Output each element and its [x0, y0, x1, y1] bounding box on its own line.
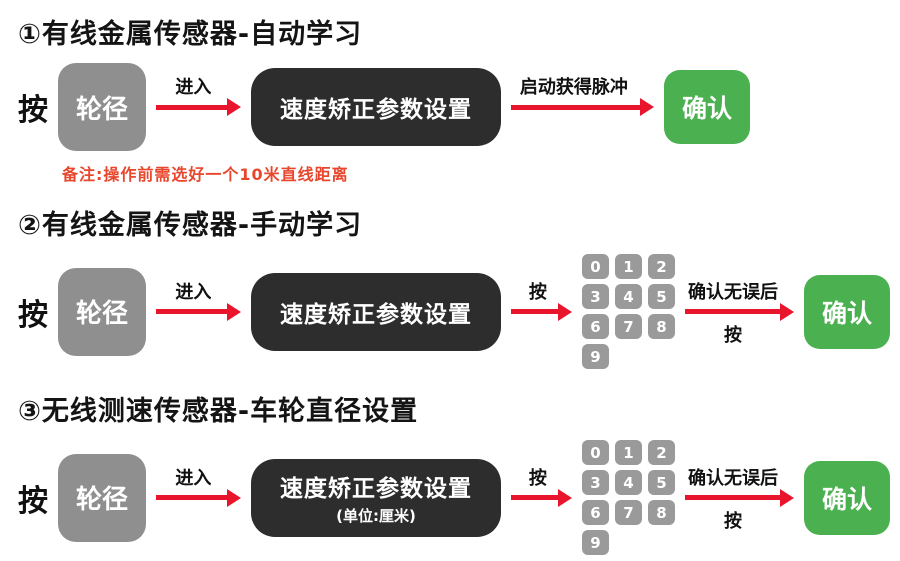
note-text: 备注:操作前需选好一个10米直线距离 [62, 165, 349, 184]
section-auto-learning: ①有线金属传感器-自动学习 按 轮径 进入 速度矫正参数设置 启动获得脉冲 确认… [0, 0, 900, 185]
wheel-diameter-button: 轮径 [58, 453, 146, 542]
confirm-label: 确认 [681, 94, 732, 123]
keypad-key-4: 4 [615, 284, 642, 309]
press-label: 按 [18, 297, 48, 333]
confirm-label: 确认 [821, 298, 872, 328]
confirm-after-arrow: 确认无误后 按 [685, 282, 794, 346]
keypad-key-3: 3 [582, 284, 609, 309]
keypad-key-5: 5 [648, 470, 675, 495]
right-arrow-icon [156, 309, 228, 314]
keypad-key-8: 8 [648, 314, 675, 339]
flow-row: 按 轮径 进入 速度矫正参数设置 按 0 1 2 3 4 5 [0, 254, 900, 369]
keypad-key-9: 9 [582, 344, 609, 369]
keypad-key-2: 2 [648, 440, 675, 465]
keypad-key-5: 5 [648, 284, 675, 309]
section-wheel-diameter-setting: ③无线测速传感器-车轮直径设置 按 轮径 进入 速度矫正参数设置 (单位:厘米)… [0, 389, 900, 555]
enter-arrow: 进入 [156, 77, 241, 110]
settings-panel-title: 速度矫正参数设置 [280, 301, 472, 328]
settings-panel-title: 速度矫正参数设置 [280, 97, 472, 123]
confirm-button: 确认 [664, 70, 750, 144]
settings-panel: 速度矫正参数设置 [251, 68, 501, 146]
confirm-label: 确认 [821, 484, 872, 514]
confirm-after-arrow: 确认无误后 按 [685, 468, 794, 532]
press-arrow: 按 [511, 282, 572, 314]
wheel-diameter-button: 轮径 [58, 267, 146, 356]
keypad-key-2: 2 [648, 254, 675, 279]
confirm-after-arrow-label-bottom: 按 [723, 324, 742, 346]
keypad-key-4: 4 [615, 470, 642, 495]
enter-arrow-label: 进入 [175, 77, 212, 98]
keypad-key-0: 0 [582, 440, 609, 465]
section-manual-learning: ②有线金属传感器-手动学习 按 轮径 进入 速度矫正参数设置 按 0 1 2 3 [0, 203, 900, 369]
keypad-key-6: 6 [582, 500, 609, 525]
wheel-diameter-button: 轮径 [58, 63, 146, 151]
settings-panel-title: 速度矫正参数设置 [280, 476, 472, 502]
enter-arrow: 进入 [156, 468, 241, 500]
press-label: 按 [18, 483, 48, 519]
press-arrow: 按 [511, 468, 572, 500]
confirm-after-arrow-label-top: 确认无误后 [687, 467, 778, 489]
press-label: 按 [18, 93, 48, 128]
numeric-keypad: 0 1 2 3 4 5 6 7 8 9 [582, 440, 675, 555]
enter-arrow-label: 进入 [175, 281, 212, 303]
enter-arrow: 进入 [156, 282, 241, 314]
press-arrow-label: 按 [528, 281, 547, 303]
keypad-key-8: 8 [648, 500, 675, 525]
section-title: ①有线金属传感器-自动学习 [18, 19, 363, 50]
confirm-button: 确认 [804, 274, 890, 349]
settings-panel: 速度矫正参数设置 (单位:厘米) [251, 458, 501, 537]
right-arrow-icon [511, 104, 641, 110]
section-title: ③无线测速传感器-车轮直径设置 [18, 396, 419, 427]
keypad-key-1: 1 [615, 254, 642, 279]
pulse-arrow: 启动获得脉冲 [511, 77, 654, 110]
right-arrow-icon [511, 495, 559, 500]
right-arrow-icon [685, 309, 781, 314]
keypad-key-1: 1 [615, 440, 642, 465]
press-arrow-label: 按 [528, 467, 547, 489]
wheel-diameter-label: 轮径 [75, 94, 128, 125]
enter-arrow-label: 进入 [175, 467, 212, 489]
keypad-key-0: 0 [582, 254, 609, 279]
settings-panel-subtitle: (单位:厘米) [336, 507, 416, 525]
right-arrow-icon [156, 104, 228, 110]
section-title: ②有线金属传感器-手动学习 [18, 210, 363, 241]
confirm-after-arrow-label-bottom: 按 [723, 510, 742, 532]
wheel-diameter-label: 轮径 [75, 299, 128, 329]
right-arrow-icon [685, 495, 781, 500]
keypad-key-7: 7 [615, 314, 642, 339]
right-arrow-icon [511, 309, 559, 314]
keypad-key-3: 3 [582, 470, 609, 495]
keypad-key-9: 9 [582, 530, 609, 555]
wheel-diameter-label: 轮径 [75, 485, 128, 515]
confirm-after-arrow-label-top: 确认无误后 [687, 281, 778, 303]
settings-panel: 速度矫正参数设置 [251, 272, 501, 351]
right-arrow-icon [156, 495, 228, 500]
pulse-arrow-label: 启动获得脉冲 [519, 77, 628, 98]
numeric-keypad: 0 1 2 3 4 5 6 7 8 9 [582, 254, 675, 369]
keypad-key-6: 6 [582, 314, 609, 339]
flow-row: 按 轮径 进入 速度矫正参数设置 启动获得脉冲 确认 [0, 63, 900, 151]
flow-row: 按 轮径 进入 速度矫正参数设置 (单位:厘米) 按 0 1 2 3 4 [0, 440, 900, 555]
confirm-button: 确认 [804, 460, 890, 535]
keypad-key-7: 7 [615, 500, 642, 525]
